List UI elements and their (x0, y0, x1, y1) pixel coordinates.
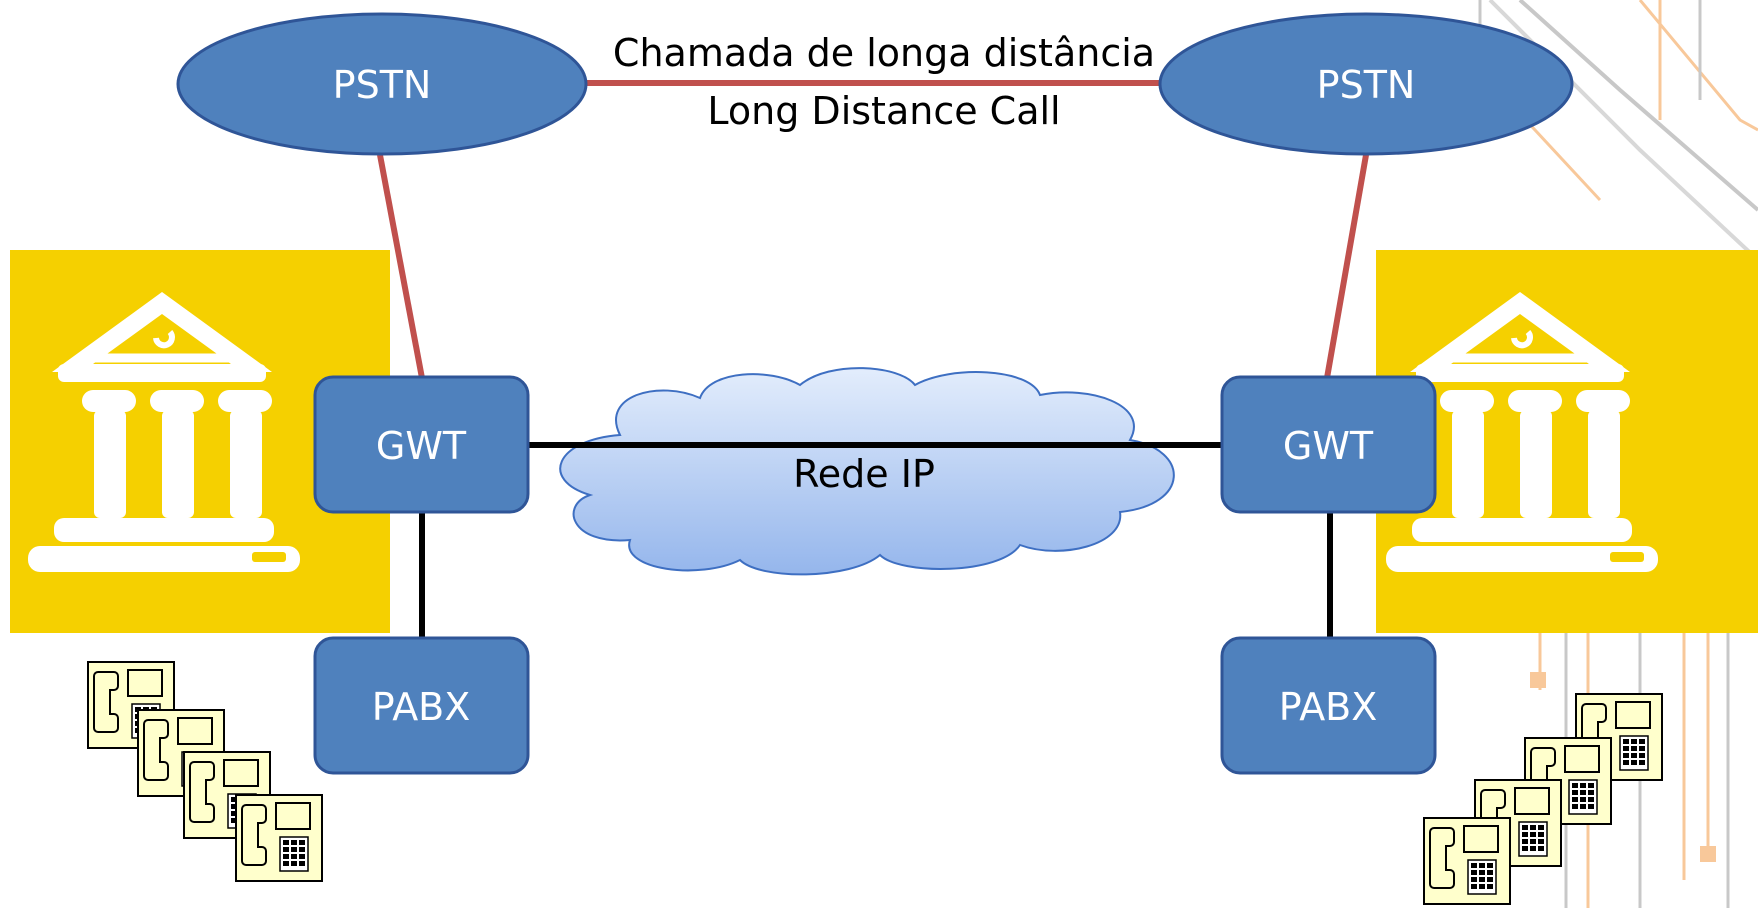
ip-network-label: Rede IP (793, 452, 935, 496)
pabx-label: PABX (1279, 685, 1378, 729)
desk-phone-icon (235, 794, 323, 882)
pabx-label: PABX (372, 685, 471, 729)
long-distance-label-en: Long Distance Call (707, 89, 1060, 133)
phones-left (87, 661, 323, 882)
pabx-node-right: PABX (1220, 636, 1437, 775)
pstn-label: PSTN (1317, 63, 1416, 107)
pstn-gwt-link-left (377, 154, 425, 379)
pstn-node-right: PSTN (1158, 12, 1574, 156)
gwt-node-right: GWT (1220, 375, 1437, 514)
long-distance-label-pt: Chamada de longa distância (613, 31, 1155, 75)
pstn-node-left: PSTN (176, 12, 588, 156)
ip-cloud (559, 367, 1175, 576)
desk-phone-icon (1423, 817, 1511, 905)
pstn-label: PSTN (333, 63, 432, 107)
gwt-label: GWT (1283, 424, 1374, 468)
gwt-node-left: GWT (313, 375, 530, 514)
gwt-label: GWT (376, 424, 467, 468)
phones-right (1423, 693, 1663, 905)
pabx-node-left: PABX (313, 636, 530, 775)
pstn-gwt-link-right (1324, 154, 1369, 379)
